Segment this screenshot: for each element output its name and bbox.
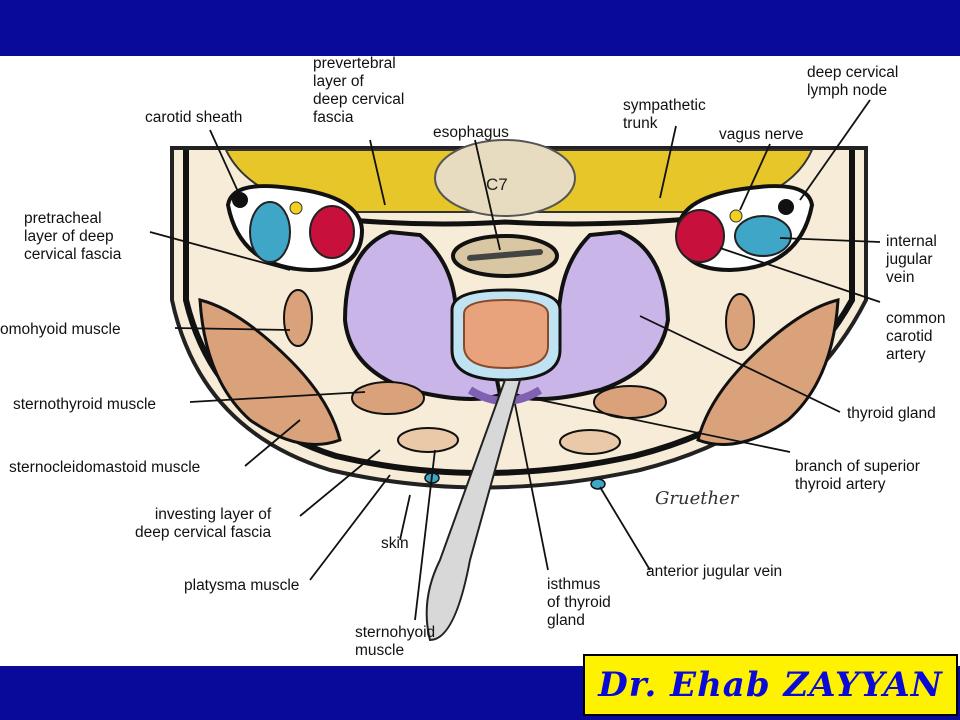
sternocleidomastoid-left bbox=[198, 298, 342, 446]
label-investing-fascia: investing layer of deep cervical fascia bbox=[135, 506, 272, 541]
anterior-jugular-vein-right bbox=[590, 478, 606, 490]
illustrator-signature: Gruether bbox=[655, 488, 739, 509]
vagus-nerve-left bbox=[289, 201, 303, 215]
label-sternothyroid-muscle: sternothyroid muscle bbox=[13, 396, 157, 413]
top-title-bar bbox=[0, 0, 960, 56]
author-name: Dr. Ehab ZAYYAN bbox=[598, 665, 943, 705]
omohyoid-muscle-left bbox=[283, 289, 313, 347]
sternothyroid-muscle-left bbox=[351, 381, 425, 415]
label-platysma-muscle: platysma muscle bbox=[184, 577, 300, 594]
label-common-carotid-artery: common carotid artery bbox=[886, 310, 946, 363]
sternohyoid-muscle-right bbox=[559, 429, 621, 455]
internal-jugular-vein-right bbox=[734, 215, 792, 257]
leader-lines bbox=[149, 99, 881, 621]
label-branch-superior-thyroid-artery: branch of superior thyroid artery bbox=[795, 458, 920, 493]
surgical-instrument bbox=[425, 379, 522, 642]
author-credit-box: Dr. Ehab ZAYYAN bbox=[583, 654, 958, 716]
trachea-lumen bbox=[463, 298, 549, 370]
internal-jugular-vein-left bbox=[249, 201, 291, 263]
label-vagus-nerve: vagus nerve bbox=[719, 126, 804, 143]
esophagus-lumen bbox=[467, 249, 543, 261]
label-sympathetic-trunk: sympathetic trunk bbox=[623, 97, 706, 132]
deep-cervical-lymph-node-right bbox=[778, 199, 794, 215]
label-carotid-sheath: carotid sheath bbox=[145, 109, 243, 126]
label-pretracheal-fascia: pretracheal layer of deep cervical fasci… bbox=[24, 210, 122, 263]
label-omohyoid-muscle: omohyoid muscle bbox=[0, 321, 121, 338]
label-prevertebral-fascia: prevertebral layer of deep cervical fasc… bbox=[313, 55, 405, 126]
label-isthmus-thyroid: isthmus of thyroid gland bbox=[547, 576, 611, 629]
common-carotid-artery-left bbox=[309, 205, 355, 259]
label-anterior-jugular-vein: anterior jugular vein bbox=[646, 563, 783, 580]
vertebra-label: C7 bbox=[486, 175, 508, 194]
sternohyoid-muscle-left bbox=[397, 427, 459, 453]
label-sternohyoid-muscle: sternohyoid muscle bbox=[355, 624, 436, 659]
label-esophagus: esophagus bbox=[433, 124, 509, 141]
label-thyroid-gland: thyroid gland bbox=[847, 405, 936, 422]
label-skin: skin bbox=[381, 535, 409, 552]
sternocleidomastoid-right bbox=[696, 298, 840, 446]
vertebral-body bbox=[434, 139, 576, 217]
omohyoid-muscle-right bbox=[725, 293, 755, 351]
label-internal-jugular-vein: internal jugular vein bbox=[886, 233, 937, 286]
deep-cervical-lymph-node-left bbox=[232, 192, 248, 208]
label-sternocleidomastoid-muscle: sternocleidomastoid muscle bbox=[9, 459, 201, 476]
vagus-nerve-right bbox=[729, 209, 743, 223]
common-carotid-artery-right bbox=[675, 209, 725, 263]
label-deep-cervical-lymph-node: deep cervical lymph node bbox=[807, 64, 899, 99]
